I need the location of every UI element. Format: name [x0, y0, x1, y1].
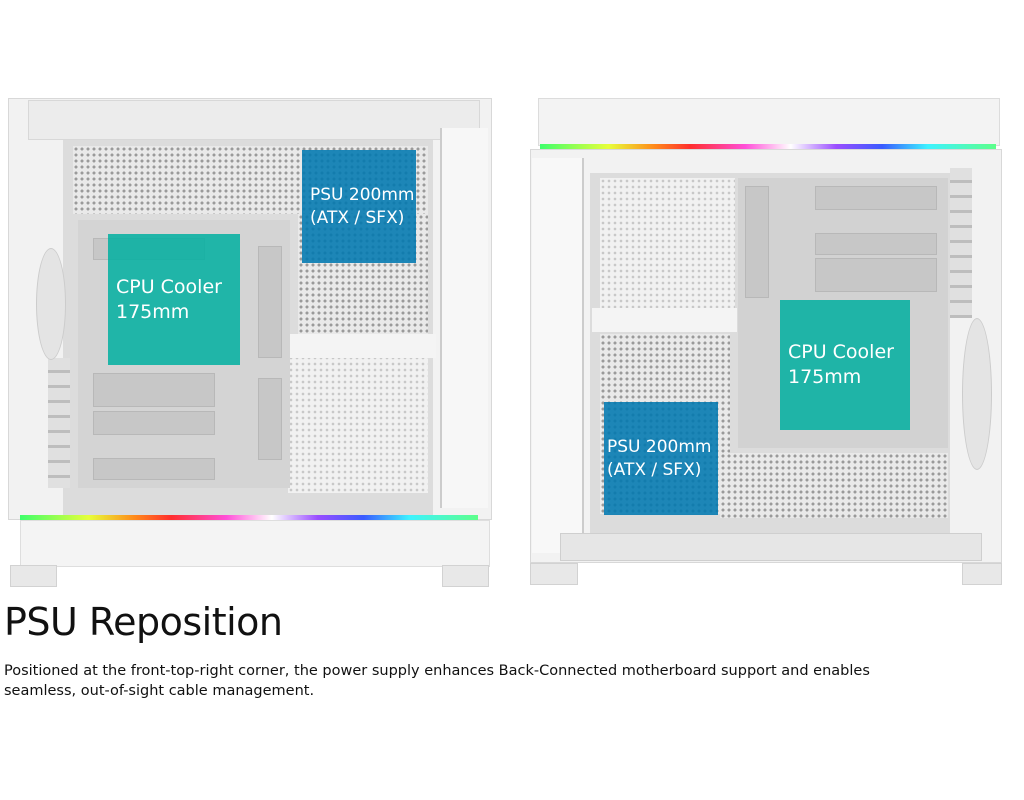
- cpu-label-height: 175mm: [116, 300, 190, 323]
- glass-panel: [440, 128, 488, 508]
- section-description: Positioned at the front-top-right corner…: [4, 663, 870, 699]
- foot: [962, 563, 1002, 585]
- psu-label-size: PSU 200mm: [310, 184, 415, 205]
- rgb-strip: [540, 144, 996, 149]
- psu-cover: [592, 308, 737, 332]
- cutout: [745, 186, 769, 298]
- left-case-image: [8, 98, 492, 588]
- cutout: [93, 411, 215, 435]
- psu-cover: [288, 334, 436, 358]
- cutout: [815, 186, 937, 210]
- front-mesh: [600, 178, 735, 308]
- psu-label-form: (ATX / SFX): [607, 459, 702, 480]
- cutout: [258, 378, 282, 460]
- cutout: [815, 233, 937, 255]
- cpu-cooler-label-box: CPU Cooler 175mm: [780, 300, 910, 430]
- shroud-mesh: [288, 343, 428, 493]
- pci-slots: [48, 358, 70, 488]
- cutout: [258, 246, 282, 358]
- pci-slots: [950, 168, 972, 318]
- top-panel: [538, 98, 1000, 146]
- side-fan: [962, 318, 992, 470]
- side-fan: [36, 248, 66, 360]
- bottom-mesh: [720, 453, 948, 518]
- foot: [442, 565, 489, 587]
- foot: [10, 565, 57, 587]
- cutout: [815, 258, 937, 292]
- glass-panel: [532, 158, 584, 553]
- foot: [530, 563, 578, 585]
- bottom-rail: [560, 533, 982, 561]
- cpu-cooler-label-box: CPU Cooler 175mm: [108, 234, 240, 365]
- rgb-strip: [20, 515, 478, 520]
- cutout: [93, 458, 215, 480]
- cpu-label-title: CPU Cooler: [116, 275, 222, 298]
- right-case-image: [530, 98, 1002, 588]
- cpu-label-title: CPU Cooler: [788, 341, 894, 363]
- section-heading: PSU Reposition: [4, 600, 283, 644]
- psu-label-box: PSU 200mm (ATX / SFX): [302, 150, 416, 263]
- cpu-label-height: 175mm: [788, 366, 862, 388]
- bottom-base: [20, 520, 490, 567]
- cutout: [93, 373, 215, 407]
- psu-label-box: PSU 200mm (ATX / SFX): [604, 402, 718, 515]
- top-panel: [28, 100, 480, 140]
- psu-label-size: PSU 200mm: [607, 436, 712, 457]
- psu-label-form: (ATX / SFX): [310, 207, 405, 228]
